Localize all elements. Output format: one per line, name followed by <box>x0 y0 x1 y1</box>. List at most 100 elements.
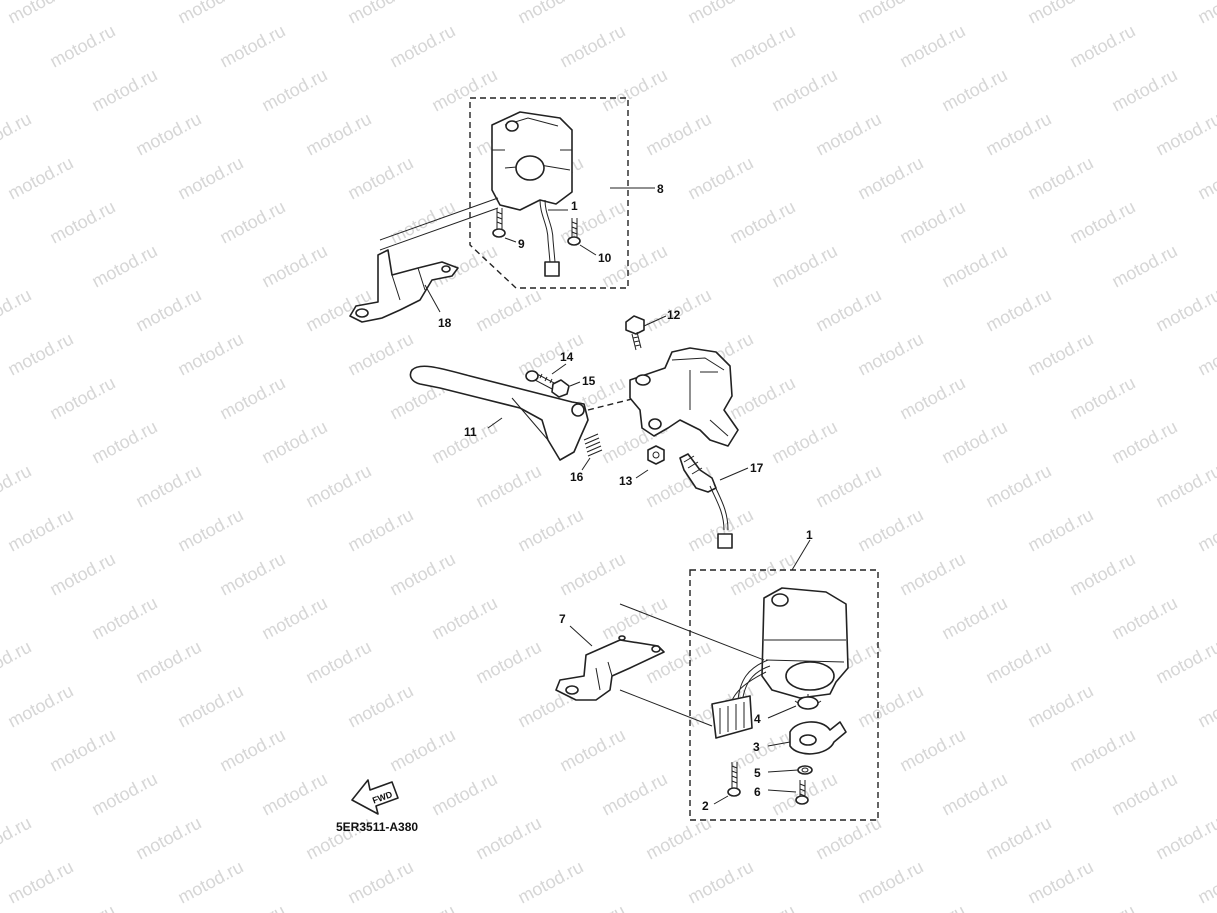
watermark-text: motod.ru <box>4 857 76 908</box>
callout-7: 7 <box>559 612 566 626</box>
watermark-text: motod.ru <box>428 769 500 820</box>
watermark-text: motod.ru <box>896 901 968 913</box>
watermark-text: motod.ru <box>132 637 204 688</box>
watermark-text: motod.ru <box>982 813 1054 864</box>
watermark-text: motod.ru <box>854 857 926 908</box>
watermark-text: motod.ru <box>386 197 458 248</box>
watermark-text: motod.ru <box>0 813 35 864</box>
callout-6: 6 <box>754 785 761 799</box>
watermark-text: motod.ru <box>344 857 416 908</box>
watermark-text: motod.ru <box>514 0 586 28</box>
watermark-text: motod.ru <box>598 65 670 116</box>
watermark-text: motod.ru <box>258 769 330 820</box>
watermark-text: motod.ru <box>1194 329 1217 380</box>
watermark-text: motod.ru <box>1024 681 1096 732</box>
callout-16: 16 <box>570 470 584 484</box>
callout-5: 5 <box>754 766 761 780</box>
assembly-boundary-top <box>469 97 629 289</box>
watermark-text: motod.ru <box>472 637 544 688</box>
watermark-text: motod.ru <box>428 593 500 644</box>
watermark-text: motod.ru <box>938 65 1010 116</box>
watermark-text: motod.ru <box>514 505 586 556</box>
watermark-text: motod.ru <box>854 505 926 556</box>
assembly-boundary-bottom <box>689 569 879 821</box>
watermark-text: motod.ru <box>1108 417 1180 468</box>
watermark-text: motod.ru <box>174 153 246 204</box>
watermark-text: motod.ru <box>938 241 1010 292</box>
connector-17 <box>717 533 733 549</box>
watermark-text: motod.ru <box>4 0 76 28</box>
bracket-18-plate <box>349 249 459 323</box>
watermark-text: motod.ru <box>684 857 756 908</box>
lever-body <box>409 365 589 461</box>
washer-4 <box>767 694 822 719</box>
watermark-text: motod.ru <box>982 285 1054 336</box>
connector-bottom <box>711 695 753 739</box>
watermark-text: motod.ru <box>4 153 76 204</box>
callout-3: 3 <box>753 740 760 754</box>
watermark-text: motod.ru <box>46 373 118 424</box>
watermark-text: motod.ru <box>1194 505 1217 556</box>
watermark-text: motod.ru <box>1066 373 1138 424</box>
watermark-text: motod.ru <box>174 681 246 732</box>
watermark-text: motod.ru <box>1194 0 1217 28</box>
watermark-text: motod.ru <box>46 549 118 600</box>
bolt-12 <box>625 315 667 351</box>
watermark-text: motod.ru <box>1194 857 1217 908</box>
watermark-text: motod.ru <box>1152 637 1217 688</box>
watermark-text: motod.ru <box>46 901 118 913</box>
watermark-text: motod.ru <box>982 637 1054 688</box>
watermark-text: motod.ru <box>174 505 246 556</box>
switch-assembly-top <box>469 97 655 289</box>
watermark-text: motod.ru <box>938 769 1010 820</box>
watermark-text: motod.ru <box>4 505 76 556</box>
watermark-text: motod.ru <box>0 285 35 336</box>
watermark-text: motod.ru <box>1152 285 1217 336</box>
watermark-text: motod.ru <box>1066 901 1138 913</box>
pivot-line <box>587 397 637 411</box>
brake-lever-11 <box>409 365 589 461</box>
watermark-text: motod.ru <box>1108 769 1180 820</box>
watermark-text: motod.ru <box>726 901 798 913</box>
watermark-text: motod.ru <box>174 857 246 908</box>
watermark-text: motod.ru <box>1024 0 1096 28</box>
screw-9 <box>492 208 506 238</box>
callout-1-top: 1 <box>571 199 578 213</box>
watermark-text: motod.ru <box>556 901 628 913</box>
watermark-text: motod.ru <box>386 725 458 776</box>
callout-9: 9 <box>518 237 525 251</box>
watermark-text: motod.ru <box>472 461 544 512</box>
watermark-text: motod.ru <box>472 813 544 864</box>
watermark-text: motod.ru <box>46 197 118 248</box>
watermark-text: motod.ru <box>216 21 288 72</box>
callout-12: 12 <box>667 308 681 322</box>
watermark-text: motod.ru <box>1152 109 1217 160</box>
watermark-text: motod.ru <box>854 0 926 28</box>
watermark-text: motod.ru <box>0 461 35 512</box>
switch-assembly-bottom <box>689 539 879 821</box>
screw-2 <box>713 762 741 805</box>
watermark-text: motod.ru <box>684 153 756 204</box>
callout-4: 4 <box>754 712 761 726</box>
watermark-text: motod.ru <box>556 725 628 776</box>
watermark-text: motod.ru <box>132 813 204 864</box>
watermark-text: motod.ru <box>1108 593 1180 644</box>
bolt-14 <box>525 363 567 391</box>
watermark-text: motod.ru <box>0 109 35 160</box>
bracket-18 <box>349 197 499 323</box>
watermark-text: motod.ru <box>598 241 670 292</box>
watermark-text: motod.ru <box>556 21 628 72</box>
watermark-text: motod.ru <box>1194 681 1217 732</box>
brake-switch-17 <box>679 453 749 549</box>
watermark-text: motod.ru <box>344 505 416 556</box>
watermark-text: motod.ru <box>854 681 926 732</box>
watermark-text: motod.ru <box>46 21 118 72</box>
watermark-text: motod.ru <box>1066 197 1138 248</box>
nut-15 <box>551 379 581 398</box>
nut-13 <box>635 445 665 479</box>
watermark-text: motod.ru <box>938 593 1010 644</box>
callout-11: 11 <box>464 425 477 439</box>
watermark-text: motod.ru <box>684 0 756 28</box>
watermark-text: motod.ru <box>1024 505 1096 556</box>
